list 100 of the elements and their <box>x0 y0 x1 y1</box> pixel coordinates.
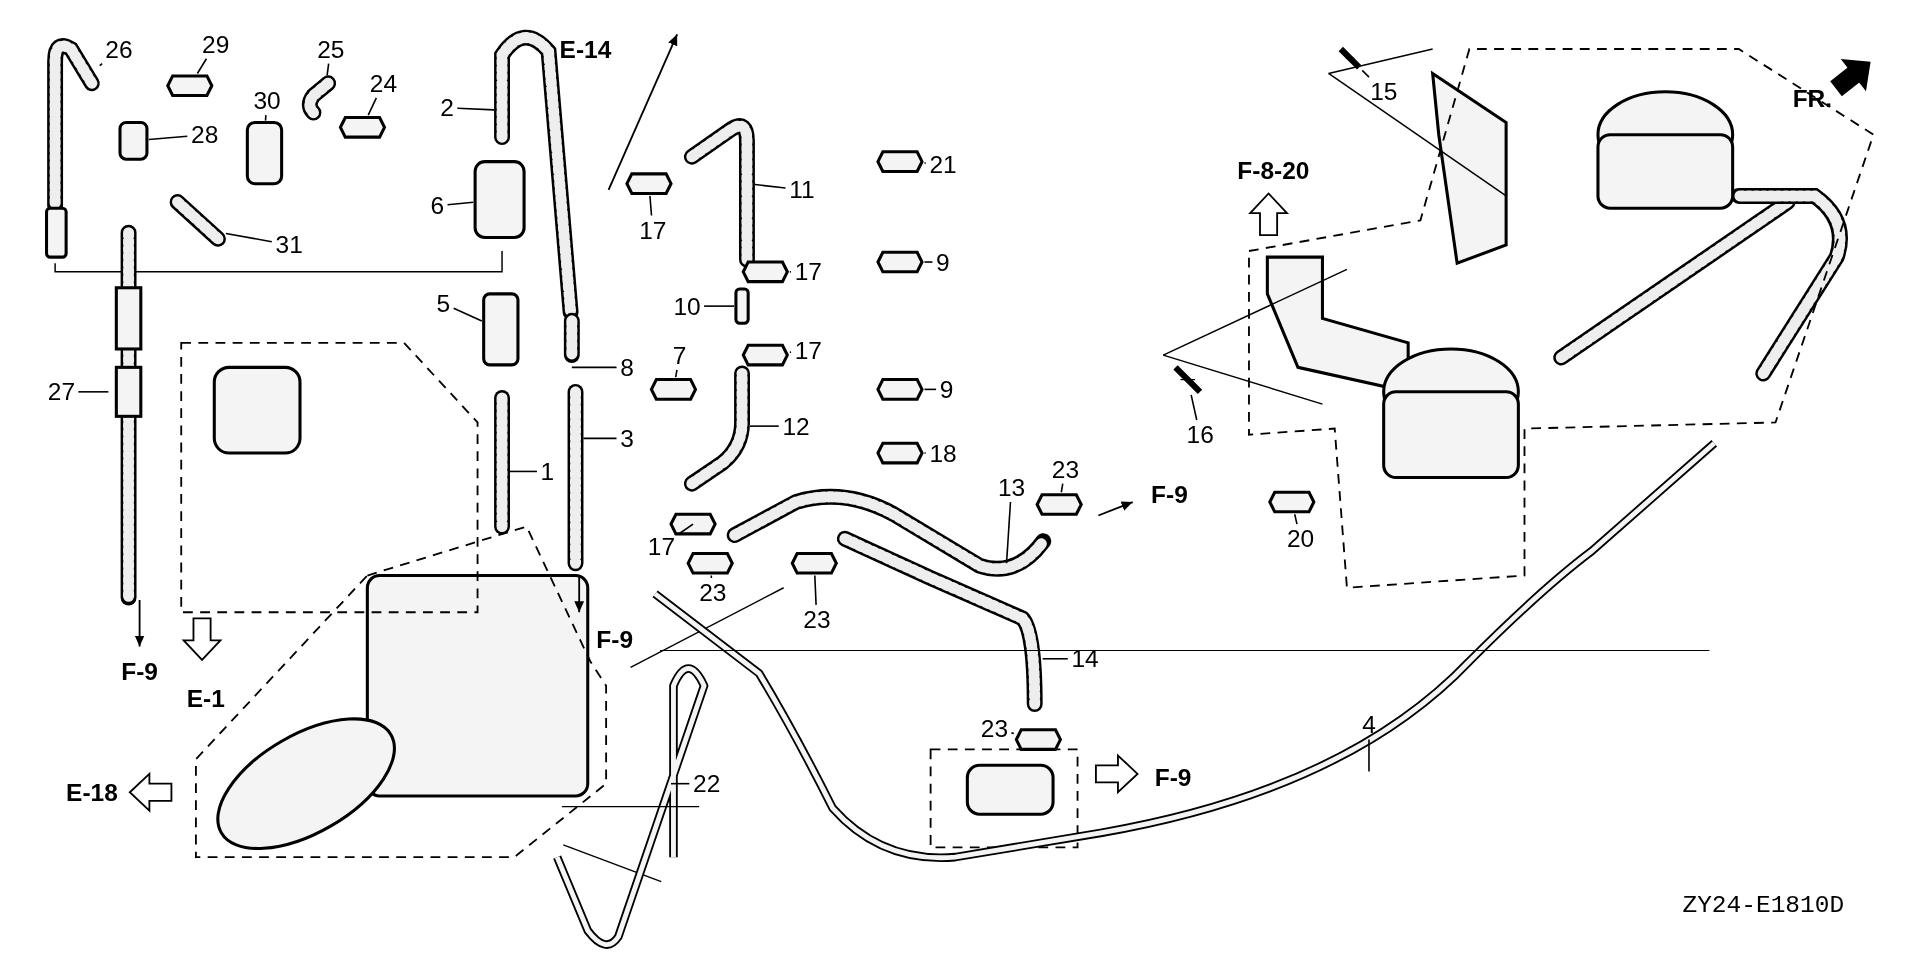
hose <box>494 390 510 535</box>
leader-line <box>99 62 103 67</box>
leader-line <box>509 470 538 473</box>
callout-number: 26 <box>102 35 135 63</box>
leader-line <box>77 391 110 393</box>
leader-line <box>1005 501 1012 565</box>
callout-number: 17 <box>645 532 678 560</box>
callout-number: 11 <box>786 176 818 204</box>
leader-line <box>923 261 934 263</box>
callout-number: 31 <box>273 231 306 259</box>
hose-joint <box>563 312 580 364</box>
leader-line <box>452 307 483 322</box>
hose-clip <box>625 172 673 195</box>
leader-line <box>582 437 618 440</box>
callout-number: 8 <box>617 353 637 381</box>
callout-number: 7 <box>670 341 689 369</box>
callout-number: 2 <box>437 94 457 122</box>
leader-line <box>571 366 618 369</box>
leader-line <box>923 452 927 454</box>
reference-label: F-9 <box>1151 481 1188 509</box>
bolt <box>1338 46 1362 70</box>
callout-number: 25 <box>314 35 347 63</box>
callout-number: 9 <box>937 375 956 403</box>
hose-clip <box>166 74 214 98</box>
callout-number: 15 <box>1367 78 1400 106</box>
callout-number: 29 <box>199 30 232 58</box>
fuel-filter <box>473 160 526 240</box>
leader-line <box>264 114 267 122</box>
leader-line <box>456 107 495 111</box>
leader-line <box>196 58 208 75</box>
leader-line <box>789 351 792 354</box>
hose-clip <box>790 551 839 575</box>
callout-number: 24 <box>367 69 400 97</box>
reference-label: E-18 <box>66 778 118 806</box>
callout-number: 14 <box>1069 645 1102 673</box>
callout-number: 23 <box>978 715 1011 743</box>
callout-number: 17 <box>792 258 825 286</box>
callout-number: 20 <box>1284 525 1317 553</box>
callout-number: 21 <box>926 150 960 178</box>
hose <box>114 224 143 606</box>
callout-number: 13 <box>995 473 1028 501</box>
callout-number: 12 <box>780 412 813 440</box>
reference-label: F-9 <box>121 657 158 685</box>
leader-line <box>148 135 189 141</box>
callout-number: 5 <box>434 290 453 318</box>
hose-clip <box>741 343 790 367</box>
leader-line <box>1361 69 1370 78</box>
hose-clip <box>876 150 924 173</box>
hose-clip <box>876 378 924 401</box>
callout-number: 10 <box>671 292 704 320</box>
reference-label: F-9 <box>596 625 634 653</box>
hose-clip <box>741 260 790 284</box>
callout-number: 23 <box>800 606 833 634</box>
leader-line <box>367 97 378 116</box>
callout-number: 27 <box>45 378 78 406</box>
callout-number: 23 <box>696 579 729 607</box>
check-valve <box>245 120 284 186</box>
leader-line <box>754 183 787 189</box>
hose-clip <box>649 378 698 401</box>
fuel-filter <box>482 292 520 367</box>
leader-line <box>446 201 475 206</box>
leader-line <box>789 271 792 273</box>
hose <box>169 194 226 247</box>
hose <box>567 383 584 572</box>
callout-number: 3 <box>617 424 637 452</box>
hose-clip <box>338 116 387 139</box>
leader-line <box>1010 732 1015 735</box>
callout-number: 18 <box>926 439 960 467</box>
reference-label: E-14 <box>559 35 612 63</box>
diagram-code: ZY24-E1810D <box>1682 892 1845 920</box>
hose-clip <box>1014 728 1063 751</box>
hose <box>683 118 755 268</box>
callout-number: 22 <box>690 770 723 798</box>
callout-number: 17 <box>792 336 825 364</box>
leader-line <box>1293 513 1298 525</box>
reference-label: F-8-20 <box>1237 156 1310 184</box>
leader-line <box>710 574 713 579</box>
leader-line <box>923 388 937 391</box>
front-mark: FR. <box>1792 84 1833 112</box>
leader-line <box>674 369 678 378</box>
leader-line <box>1190 394 1198 421</box>
reference-label: F-9 <box>1154 764 1192 791</box>
callout-number: 4 <box>1359 711 1379 739</box>
callout-number: 17 <box>636 216 669 244</box>
leader-line <box>1368 738 1370 773</box>
leader-line <box>670 782 691 785</box>
leader-line <box>649 195 653 217</box>
bolt <box>1173 365 1203 394</box>
hose-joint <box>734 287 750 325</box>
leader-line <box>703 305 735 307</box>
hose-clip <box>876 250 924 274</box>
reference-label: E-1 <box>186 684 225 712</box>
leader-line <box>225 232 273 243</box>
leader-line <box>326 62 330 77</box>
callout-number: 28 <box>188 121 221 149</box>
callout-number: 30 <box>251 86 284 114</box>
leader-line <box>1060 482 1064 494</box>
leader-line <box>677 523 694 536</box>
leader-line <box>1041 658 1069 660</box>
leader-line <box>923 162 927 164</box>
